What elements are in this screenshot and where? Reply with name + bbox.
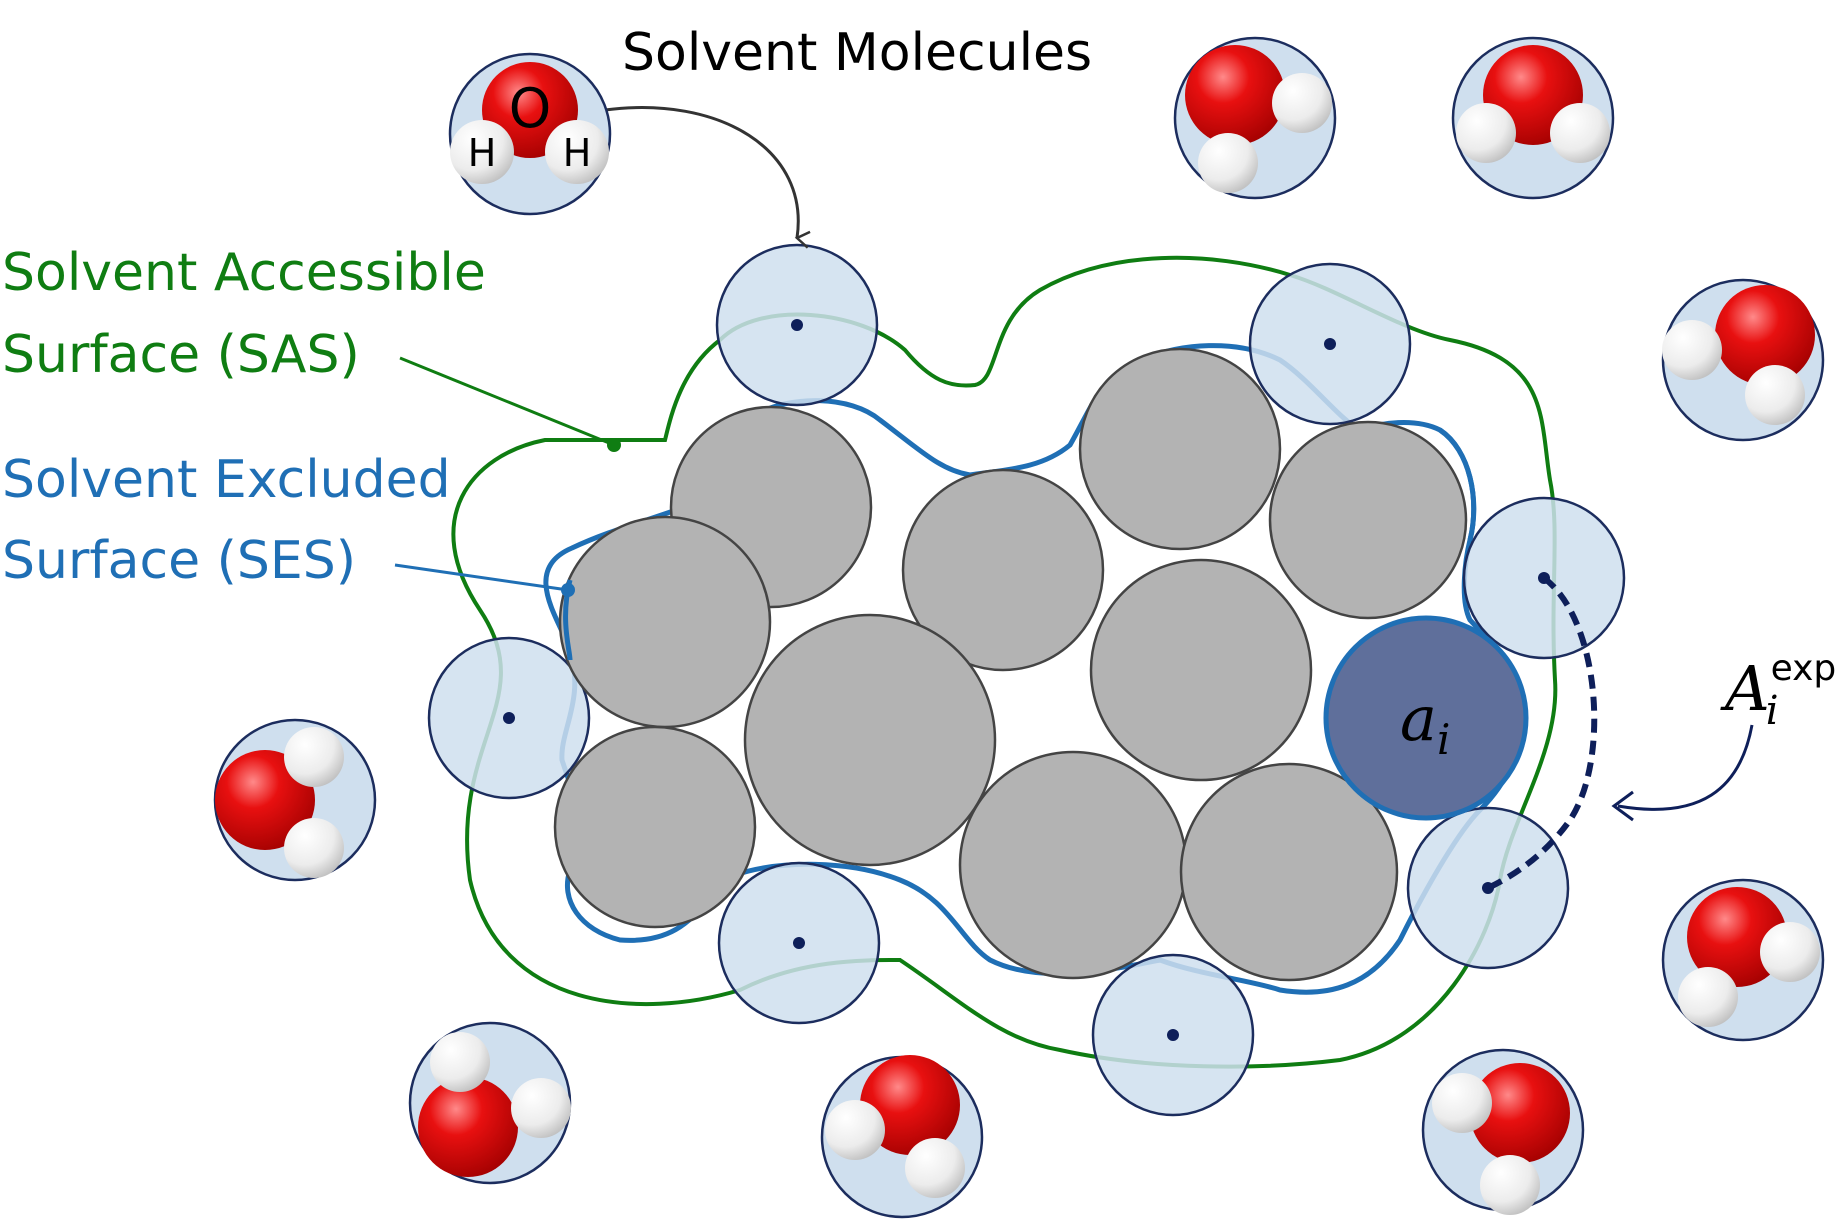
probe-center-dot bbox=[791, 319, 803, 331]
atom bbox=[1268, 420, 1468, 620]
atom bbox=[1089, 558, 1313, 782]
atom bbox=[553, 725, 757, 929]
exposed-area-arc bbox=[1486, 575, 1598, 891]
water-molecule bbox=[213, 718, 377, 882]
oxygen-label: O bbox=[509, 77, 552, 140]
water-molecule bbox=[1451, 36, 1615, 200]
area-arrow bbox=[1617, 724, 1754, 811]
atom-subscript: i bbox=[1437, 715, 1450, 764]
ses-label-line1: Solvent Excluded bbox=[2, 450, 451, 510]
hydrogen-label-right: H bbox=[563, 131, 592, 175]
hydrogen-atom-right bbox=[545, 120, 609, 184]
atom bbox=[901, 468, 1105, 672]
atom-highlighted bbox=[1323, 615, 1529, 821]
free-water-molecules bbox=[213, 36, 1825, 1219]
hydrogen-atom-left bbox=[450, 120, 514, 184]
solvent-molecules-label: Solvent Molecules bbox=[622, 23, 1092, 83]
atom bbox=[1179, 762, 1399, 982]
water-molecule bbox=[820, 1055, 984, 1219]
probe-center-dot bbox=[1167, 1029, 1179, 1041]
hydrogen-label-left: H bbox=[468, 131, 497, 175]
solvent-arrow bbox=[604, 106, 811, 249]
sas-label-line1: Solvent Accessible bbox=[2, 243, 486, 303]
sas-outline bbox=[451, 255, 1558, 1069]
ses-label-line2: Surface (SES) bbox=[2, 531, 356, 591]
atom bbox=[743, 613, 997, 867]
water-molecule bbox=[1661, 878, 1825, 1042]
probe-center-dot bbox=[503, 712, 515, 724]
labeled-water-molecule: O H H bbox=[448, 52, 612, 216]
exposed-area-label: Aiexp bbox=[1720, 648, 1836, 734]
atom bbox=[958, 750, 1188, 980]
atom-label: ai bbox=[1400, 682, 1450, 764]
water-molecule bbox=[408, 1021, 572, 1185]
area-subscript: i bbox=[1766, 688, 1779, 734]
sas-label-line2: Surface (SAS) bbox=[2, 325, 360, 385]
ses-leader-dot bbox=[561, 583, 575, 597]
area-symbol: A bbox=[1720, 652, 1770, 725]
atom-symbol: a bbox=[1400, 682, 1437, 755]
molecule-atoms bbox=[553, 347, 1529, 982]
ses-leader-line bbox=[394, 563, 569, 592]
water-molecule bbox=[1421, 1048, 1585, 1215]
atom bbox=[558, 515, 772, 729]
atom bbox=[1078, 347, 1282, 551]
area-arrowhead bbox=[1611, 790, 1634, 822]
area-superscript: exp bbox=[1771, 648, 1837, 689]
probe-centers bbox=[503, 319, 1550, 1041]
water-molecule bbox=[1661, 278, 1825, 442]
sas-leader-line bbox=[399, 356, 615, 447]
probe-center-dot bbox=[1324, 338, 1336, 350]
sas-leader-dot bbox=[607, 438, 621, 452]
water-molecule bbox=[1173, 36, 1337, 200]
probe-center-dot bbox=[793, 937, 805, 949]
